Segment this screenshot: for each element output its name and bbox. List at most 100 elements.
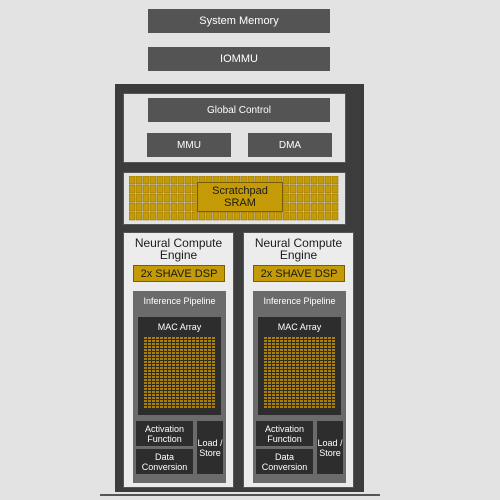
mac-cell [196,391,199,393]
mac-cell [148,397,151,399]
mac-cell [148,373,151,375]
mac-cell [160,406,163,408]
mac-cell [272,343,275,345]
mac-cell [204,400,207,402]
mac-cell [208,385,211,387]
mac-cell [304,352,307,354]
mac-cell [208,352,211,354]
mac-cell [164,391,167,393]
mac-cell [152,340,155,342]
mac-cell [312,370,315,372]
mac-cell [292,382,295,384]
mac-cell [212,373,215,375]
mac-cell [332,358,335,360]
mac-cell [304,349,307,351]
mac-cell [180,394,183,396]
mac-cell [160,397,163,399]
mac-cell [176,364,179,366]
mac-cell [312,346,315,348]
mac-cell [288,358,291,360]
mac-cell [172,373,175,375]
mac-cell [264,355,267,357]
mac-cell [192,358,195,360]
data-conversion-line-2: Conversion [261,461,308,472]
mac-cell [320,361,323,363]
mac-cell [160,400,163,402]
mac-cell [172,340,175,342]
mac-cell [204,376,207,378]
mac-cell [144,391,147,393]
mac-cell [272,373,275,375]
mac-cell [264,406,267,408]
mac-cell [160,394,163,396]
mac-cell [264,367,267,369]
mac-cell [192,352,195,354]
mac-cell [308,388,311,390]
mac-cell [296,358,299,360]
mac-cell [212,358,215,360]
mac-cell [192,406,195,408]
mac-cell [268,406,271,408]
mac-cell [300,361,303,363]
mac-cell [200,361,203,363]
mac-cell [204,394,207,396]
sram-cell [310,176,318,185]
mac-cell [172,400,175,402]
scratchpad-label-line-1: Scratchpad [212,185,268,197]
mac-cell [332,343,335,345]
mac-cell [164,340,167,342]
mac-cell [300,397,303,399]
mac-cell [160,403,163,405]
mac-cell [332,388,335,390]
mac-cell [320,340,323,342]
mac-cell [160,343,163,345]
mac-cell [156,358,159,360]
mac-cell [184,367,187,369]
mac-cell [332,361,335,363]
mac-cell [268,373,271,375]
mac-cell [280,367,283,369]
mac-cell [196,343,199,345]
mac-cell [168,352,171,354]
sram-cell [129,176,136,185]
mac-cell [148,394,151,396]
mac-cell [200,385,203,387]
mac-cell [164,403,167,405]
mac-cell [316,382,319,384]
shave-dsp-block: 2x SHAVE DSP [133,265,225,282]
mac-cell [276,361,279,363]
mac-cell [332,370,335,372]
mac-cell [276,343,279,345]
mac-cell [296,388,299,390]
mac-cell [276,382,279,384]
mac-cell [204,373,207,375]
sram-cell [289,184,297,194]
mac-cell [144,397,147,399]
sram-cell [170,176,178,185]
mac-cell [312,364,315,366]
mac-cell [176,370,179,372]
mac-cell [204,346,207,348]
mac-cell [272,355,275,357]
mac-cell [164,373,167,375]
mac-cell [148,400,151,402]
mac-cell [176,349,179,351]
mac-cell [324,373,327,375]
mac-cell [312,388,315,390]
mac-cell [328,346,331,348]
mac-cell [328,358,331,360]
mac-cell [204,367,207,369]
sram-cell [184,202,192,212]
mac-cell [180,358,183,360]
mac-cell [188,337,191,339]
mac-cell [160,388,163,390]
mac-array-title: MAC Array [277,322,322,332]
mac-cell [276,379,279,381]
mac-cell [264,343,267,345]
mac-cell [284,385,287,387]
mac-cell [316,400,319,402]
mac-cell [148,370,151,372]
bottom-bus-line [100,494,380,496]
mac-cell [164,367,167,369]
mac-cell [300,355,303,357]
